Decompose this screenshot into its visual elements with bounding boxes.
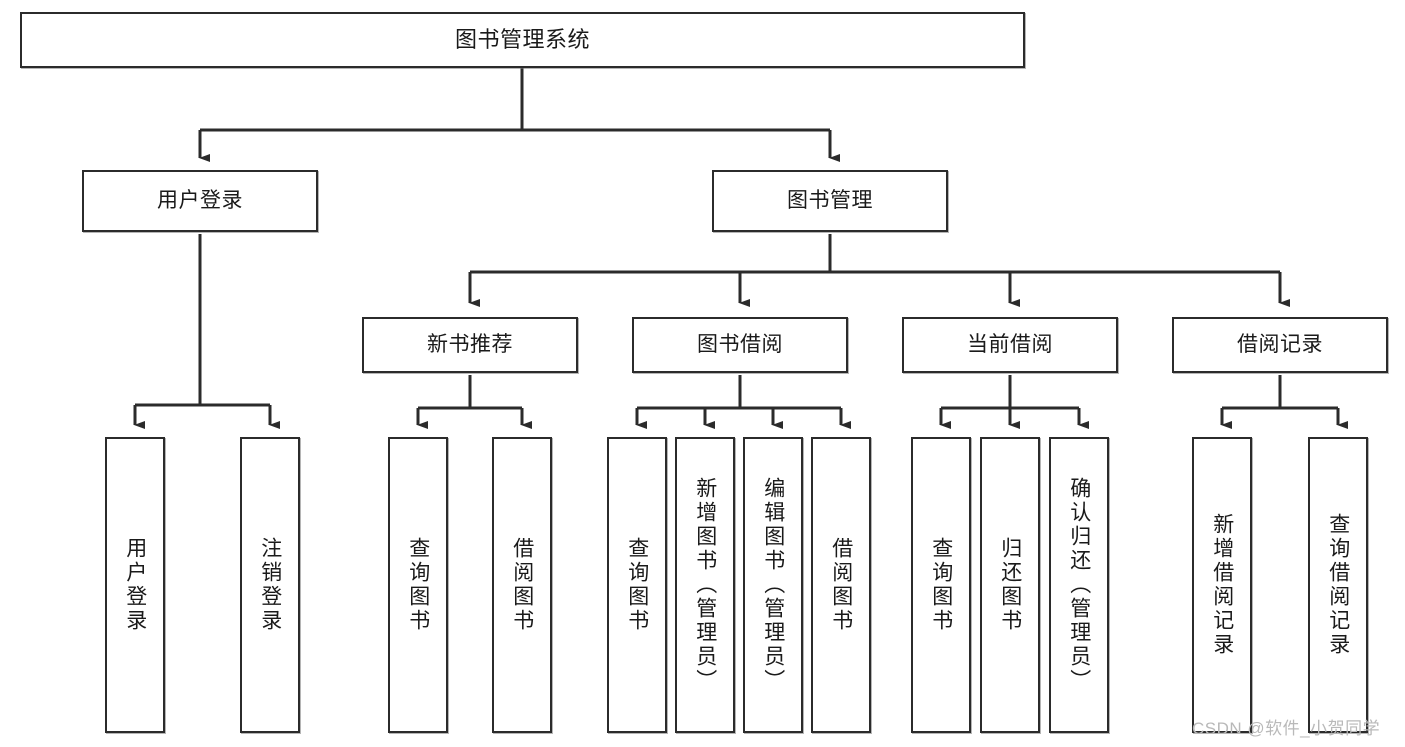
leaf-logout[interactable]: 注销登录: [240, 437, 300, 733]
leaf-confirm-return-admin[interactable]: 确认归还（管理员）: [1049, 437, 1109, 733]
node-label: 新增图书（管理员）: [693, 477, 717, 693]
leaf-query-books-recommend[interactable]: 查询图书: [388, 437, 448, 733]
node-label: 图书借阅: [697, 332, 783, 356]
node-book-management[interactable]: 图书管理: [712, 170, 948, 232]
node-label: 用户登录: [123, 537, 147, 633]
leaf-add-borrow-record[interactable]: 新增借阅记录: [1192, 437, 1252, 733]
node-root-system[interactable]: 图书管理系统: [20, 12, 1025, 68]
node-label: 查询图书: [929, 537, 953, 633]
leaf-edit-book-admin[interactable]: 编辑图书（管理员）: [743, 437, 803, 733]
leaf-user-login[interactable]: 用户登录: [105, 437, 165, 733]
node-label: 查询图书: [406, 537, 430, 633]
node-book-borrowing[interactable]: 图书借阅: [632, 317, 848, 373]
node-label: 借阅图书: [510, 537, 534, 633]
node-label: 借阅图书: [829, 537, 853, 633]
node-new-book-recommendation[interactable]: 新书推荐: [362, 317, 578, 373]
node-label: 查询图书: [625, 537, 649, 633]
node-label: 新书推荐: [427, 332, 513, 356]
leaf-borrow-books-borrowing[interactable]: 借阅图书: [811, 437, 871, 733]
node-user-login[interactable]: 用户登录: [82, 170, 318, 232]
leaf-query-borrow-record[interactable]: 查询借阅记录: [1308, 437, 1368, 733]
leaf-add-book-admin[interactable]: 新增图书（管理员）: [675, 437, 735, 733]
node-label: 注销登录: [258, 537, 282, 633]
node-label: 用户登录: [157, 188, 243, 212]
node-label: 新增借阅记录: [1210, 513, 1234, 657]
node-label: 确认归还（管理员）: [1067, 477, 1091, 693]
leaf-borrow-books-recommend[interactable]: 借阅图书: [492, 437, 552, 733]
node-borrow-records[interactable]: 借阅记录: [1172, 317, 1388, 373]
leaf-query-books-current[interactable]: 查询图书: [911, 437, 971, 733]
leaf-return-books[interactable]: 归还图书: [980, 437, 1040, 733]
node-label: 当前借阅: [967, 332, 1053, 356]
node-label: 编辑图书（管理员）: [761, 477, 785, 693]
node-label: 归还图书: [998, 537, 1022, 633]
node-label: 图书管理系统: [454, 27, 590, 53]
leaf-query-books-borrowing[interactable]: 查询图书: [607, 437, 667, 733]
node-label: 图书管理: [787, 188, 873, 212]
csdn-watermark: CSDN @软件_小贺同学: [1192, 719, 1381, 738]
node-label: 借阅记录: [1237, 332, 1323, 356]
node-current-borrowing[interactable]: 当前借阅: [902, 317, 1118, 373]
node-label: 查询借阅记录: [1326, 513, 1350, 657]
